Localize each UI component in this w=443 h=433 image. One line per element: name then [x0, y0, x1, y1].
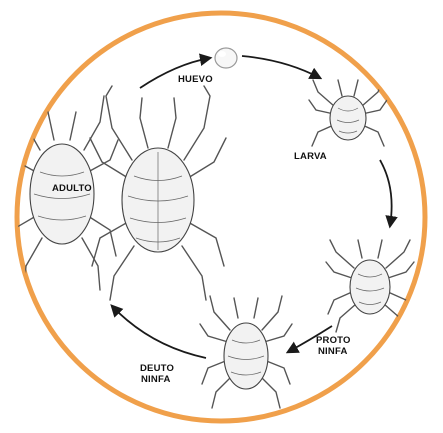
label-egg: HUEVO: [178, 74, 213, 85]
label-deutonymph-line2: NINFA: [141, 374, 171, 385]
egg-icon: [215, 48, 237, 68]
label-protonymph-line1: PROTO: [316, 335, 351, 346]
label-deutonymph-line1: DEUTO: [140, 363, 174, 374]
label-protonymph-line2: NINFA: [318, 346, 348, 357]
label-adult: ADULTO: [52, 183, 92, 194]
label-larva: LARVA: [294, 151, 327, 162]
